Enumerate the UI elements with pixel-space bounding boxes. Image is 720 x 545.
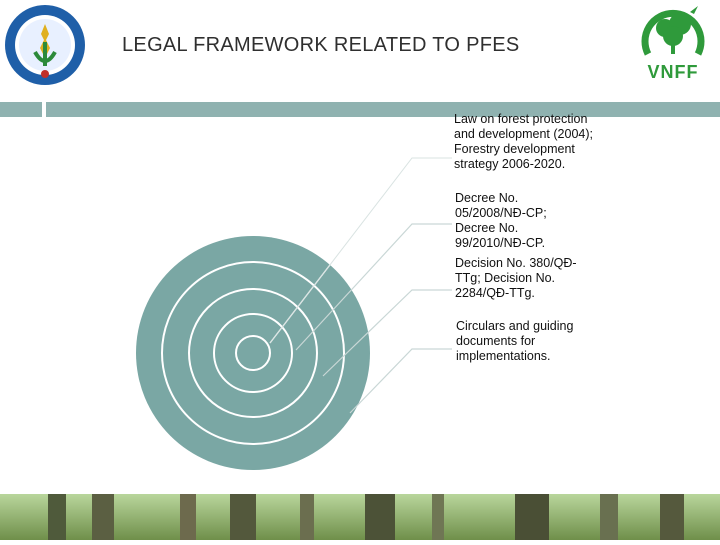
target-ring-3 [161, 261, 345, 445]
ministry-logo [2, 2, 88, 88]
connector-line-3 [322, 289, 452, 377]
header-accent-bar-left [0, 102, 42, 117]
connector-line-1-shadow [269, 157, 452, 344]
target-diagram [136, 157, 452, 470]
target-ring-outer [136, 236, 370, 470]
vnff-logo-text: VNFF [647, 62, 699, 82]
slide-body: Law on forest protection and development… [0, 112, 720, 495]
forest-footer-image [0, 494, 720, 540]
connector-line-4 [349, 348, 452, 414]
target-center [235, 335, 271, 371]
target-ring-2 [188, 288, 318, 418]
item-decrees: Decree No. 05/2008/NĐ-CP; Decree No. 99/… [455, 191, 547, 250]
vnff-logo: VNFF [628, 2, 718, 90]
slide-title: LEGAL FRAMEWORK RELATED TO PFES [122, 34, 520, 56]
item-circulars: Circulars and guiding documents for impl… [456, 319, 574, 363]
slide-header: LEGAL FRAMEWORK RELATED TO PFES VNFF [0, 0, 720, 98]
connector-line-2 [295, 223, 452, 351]
item-decisions: Decision No. 380/QĐ-TTg; Decision No. 22… [455, 256, 577, 300]
item-law-strategy: Law on forest protection and development… [454, 112, 593, 171]
header-accent-bar-right [46, 102, 720, 117]
target-ring-1 [213, 313, 293, 393]
